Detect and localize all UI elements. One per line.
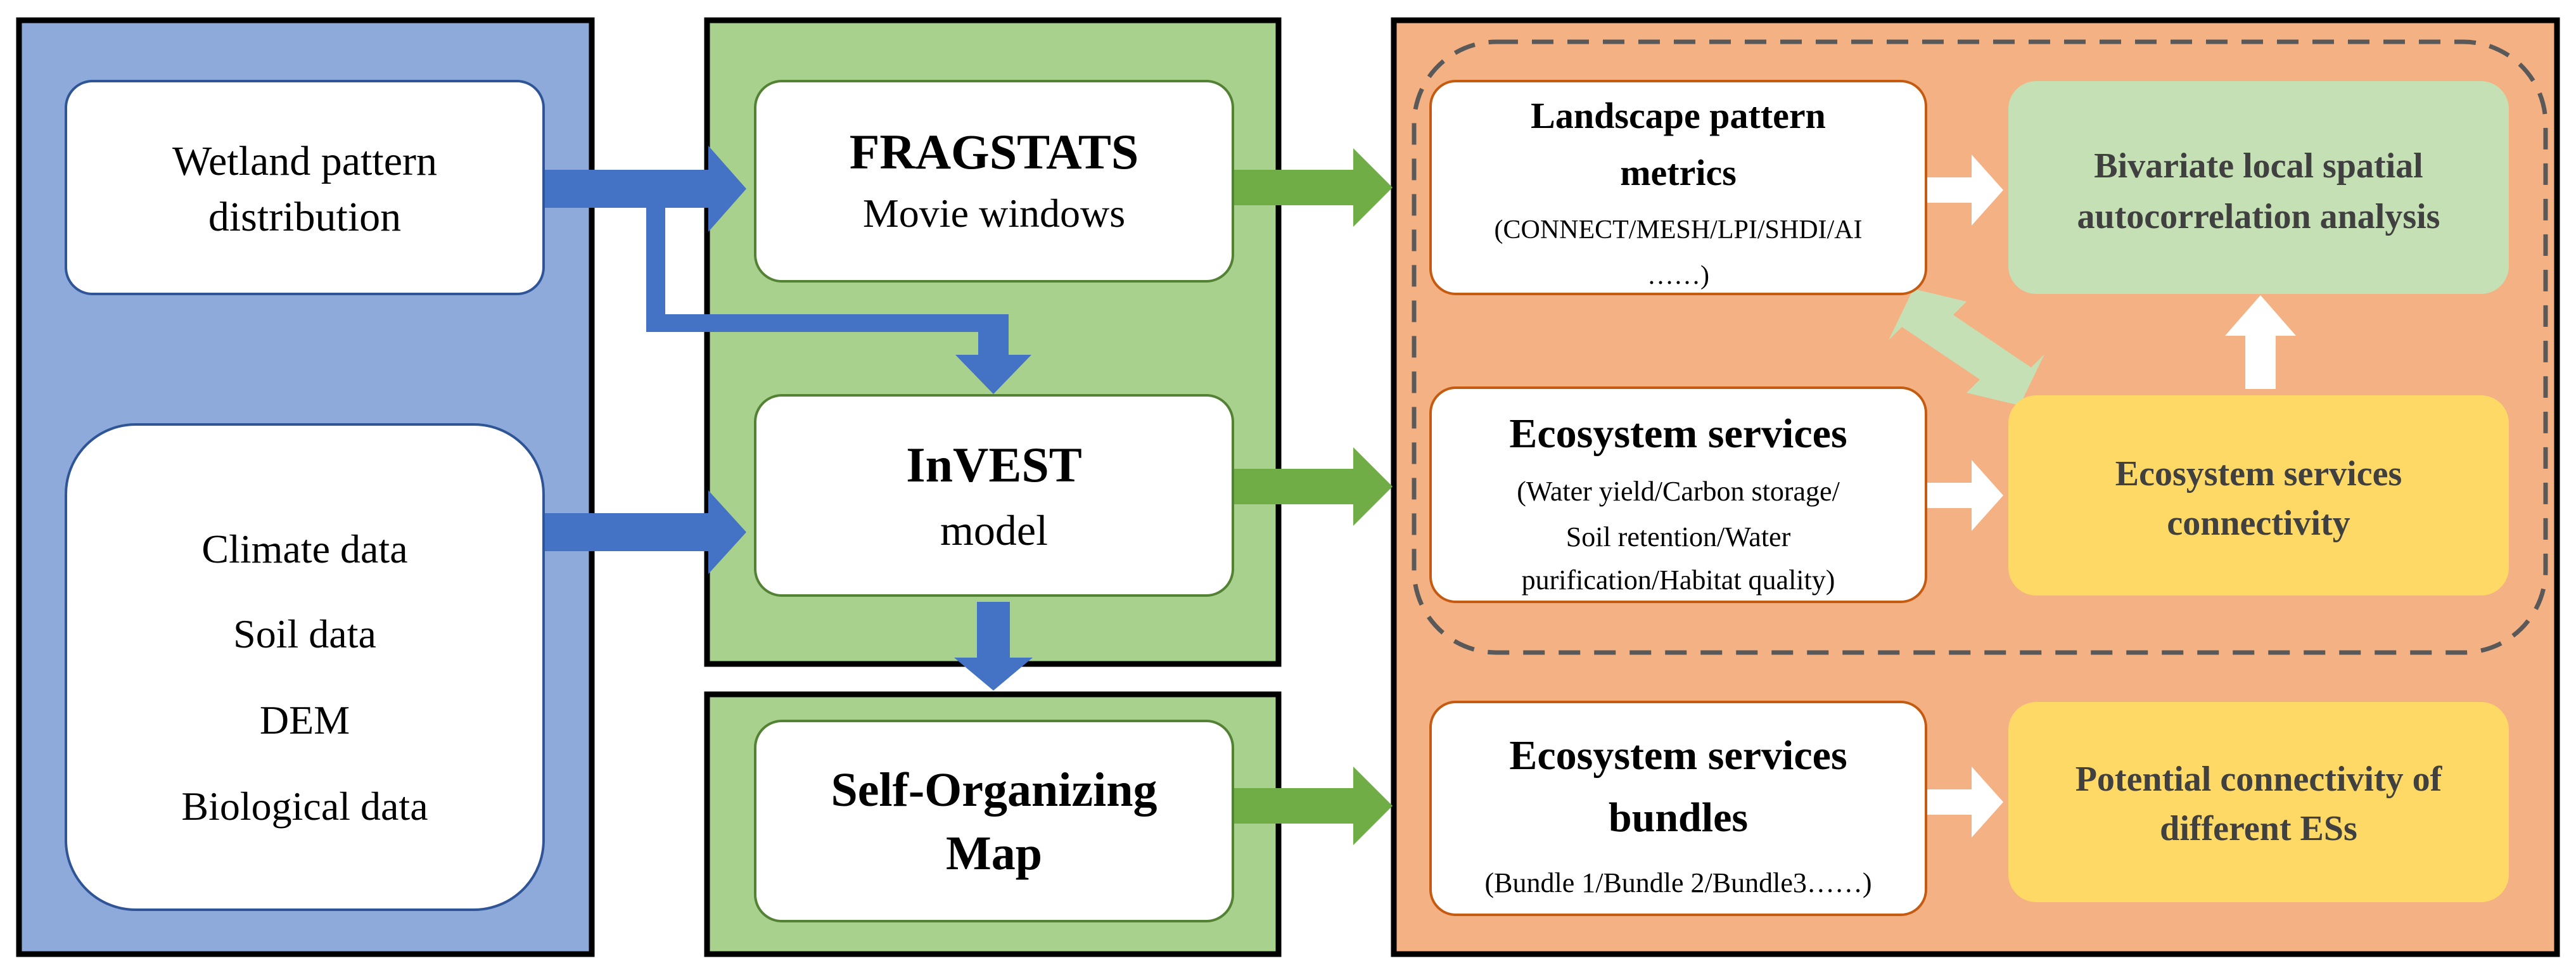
arrow-bundles-to-potential (1926, 767, 2003, 838)
arrow-invest-to-es (1233, 447, 1393, 526)
ecosystem-services-box (1429, 386, 1927, 603)
arrow-es-to-connectivity (1926, 460, 2003, 531)
blue-arrows (544, 146, 1033, 691)
invest-title: InVEST (906, 437, 1082, 492)
dem-label: DEM (260, 698, 350, 742)
double-arrow-landscape-connectivity (1889, 289, 2044, 405)
green-arrows (1233, 148, 1393, 845)
potential-connectivity-title2: different ESs (2160, 809, 2357, 848)
es-connectivity-title1: Ecosystem services (2115, 454, 2402, 494)
es-connectivity-title2: connectivity (2167, 504, 2350, 543)
ecosystem-services-title: Ecosystem services (1509, 411, 1847, 457)
som-title-line2: Map (946, 827, 1042, 880)
bivariate-analysis-box (2008, 81, 2509, 294)
landscape-metrics-title2: metrics (1620, 152, 1737, 193)
arrow-fragstats-to-landscape (1233, 148, 1393, 227)
landscape-metrics-detail2: ……) (1647, 261, 1709, 290)
arrow-landscape-to-bivariate (1926, 155, 2003, 226)
invest-box (754, 394, 1234, 597)
landscape-metrics-box (1429, 80, 1927, 295)
som-title-line1: Self-Organizing (831, 763, 1157, 817)
landscape-metrics-detail1: (CONNECT/MESH/LPI/SHDI/AI (1494, 215, 1862, 245)
arrow-invest-to-som (954, 602, 1033, 691)
fragstats-box (754, 80, 1234, 283)
arrow-som-to-bundles (1233, 767, 1393, 845)
white-arrows (1926, 155, 2296, 838)
arrow-climate-to-invest (544, 490, 746, 574)
es-connectivity-box (2008, 395, 2509, 596)
es-bundles-box (1429, 701, 1927, 916)
bivariate-title2: autocorrelation analysis (2077, 197, 2440, 236)
soil-data-label: Soil data (233, 611, 376, 656)
potential-connectivity-box (2008, 702, 2509, 902)
es-bundles-title1: Ecosystem services (1509, 732, 1847, 779)
input-data-box (65, 423, 545, 911)
fragstats-title: FRAGSTATS (850, 124, 1139, 179)
ecosystem-services-detail1: (Water yield/Carbon storage/ (1517, 476, 1840, 507)
potential-connectivity-title1: Potential connectivity of (2075, 760, 2443, 799)
wetland-box (65, 80, 545, 295)
climate-data-label: Climate data (201, 526, 407, 571)
dashed-group-outline (1412, 39, 2548, 655)
ecosystem-services-detail3: purification/Habitat quality) (1522, 564, 1835, 596)
invest-subtitle: model (940, 506, 1048, 554)
wetland-label-line1: Wetland pattern (172, 138, 437, 184)
es-bundles-detail: (Bundle 1/Bundle 2/Bundle3……) (1484, 867, 1871, 898)
arrow-connectivity-to-bivariate (2225, 295, 2296, 389)
bivariate-title1: Bivariate local spatial (2094, 146, 2423, 186)
wetland-label-line2: distribution (208, 194, 401, 240)
biological-data-label: Biological data (181, 784, 428, 829)
arrow-wetland-to-invest (646, 190, 1031, 394)
som-box (754, 720, 1234, 922)
es-bundles-title2: bundles (1609, 794, 1748, 841)
ecosystem-services-detail2: Soil retention/Water (1566, 521, 1791, 552)
arrow-wetland-to-fragstats (544, 146, 746, 232)
landscape-metrics-title1: Landscape pattern (1531, 95, 1826, 136)
fragstats-subtitle: Movie windows (863, 191, 1125, 236)
